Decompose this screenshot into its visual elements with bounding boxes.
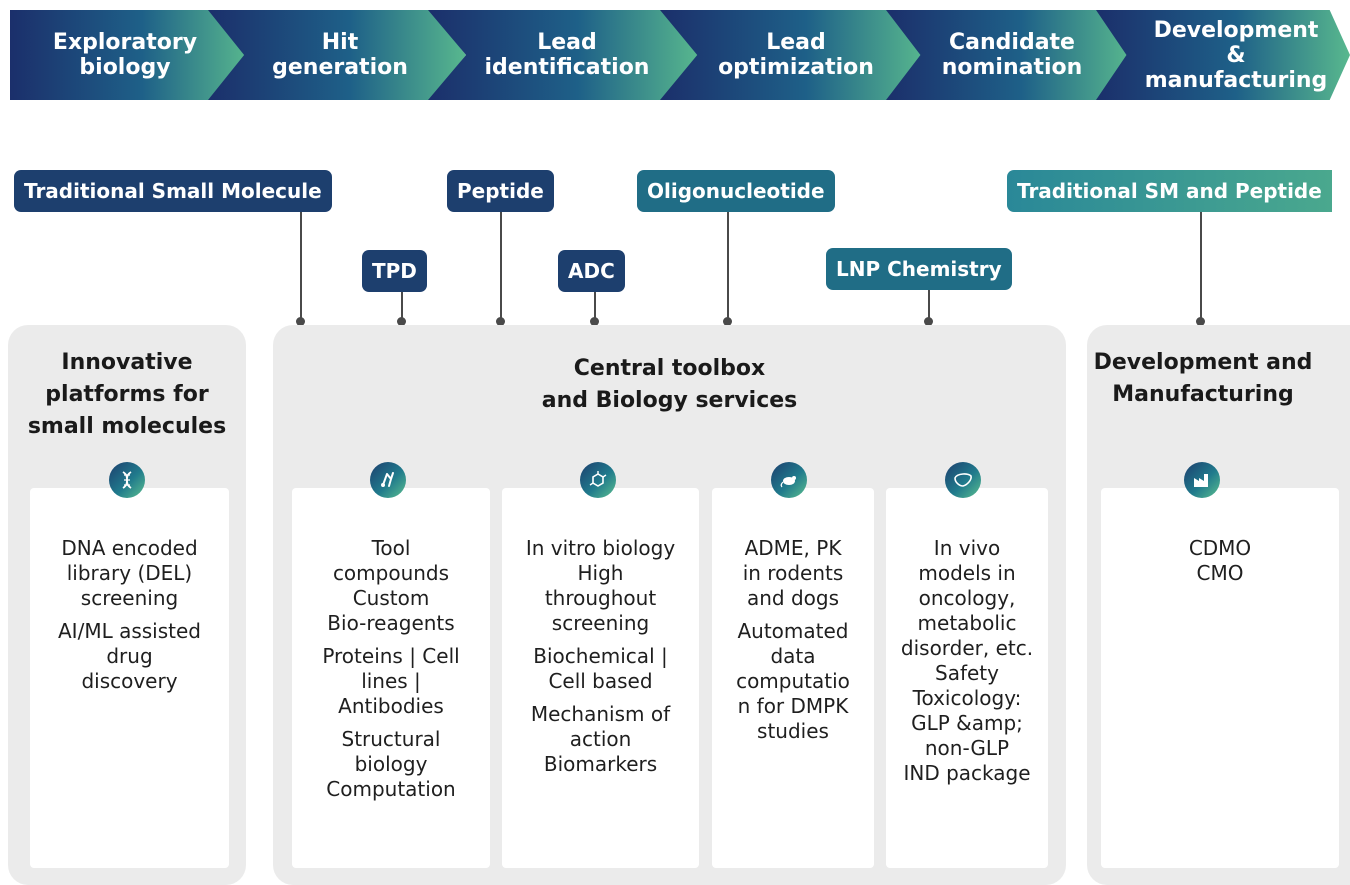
stage-label: Candidate nomination — [941, 30, 1083, 80]
connector-dot — [296, 317, 305, 326]
connector-dot — [590, 317, 599, 326]
panel-title: Central toolbox and Biology services — [541, 356, 798, 413]
tag-lnp-chemistry: LNP Chemistry — [826, 248, 1012, 290]
tag-peptide: Peptide — [447, 170, 554, 212]
card-adme-pk: ADME, PK in rodents and dogs Automated d… — [712, 488, 874, 868]
connector-line — [1200, 212, 1202, 322]
tag-adc: ADC — [558, 250, 625, 292]
connector-dot — [496, 317, 505, 326]
card-paragraph: Tool compounds Custom Bio-reagents — [327, 536, 455, 635]
card-text: Tool compounds Custom Bio-reagents Prote… — [298, 536, 484, 810]
card-paragraph: Structural biology Computation — [326, 727, 456, 801]
connector-line — [727, 212, 729, 322]
card-paragraph: AI/ML assisted drug discovery — [58, 619, 201, 693]
stage-development-manufacturing: Development & manufacturing — [1096, 10, 1350, 100]
connector-dot — [723, 317, 732, 326]
card-text: In vitro biology High throughout screeni… — [508, 536, 693, 785]
connector-dot — [924, 317, 933, 326]
rodent-icon — [771, 462, 807, 498]
connector-line — [928, 290, 930, 322]
tag-traditional-sm-and-peptide: Traditional SM and Peptide — [1007, 170, 1332, 212]
card-paragraph: ADME, PK in rodents and dogs — [742, 536, 844, 610]
molecule-tools-icon — [370, 462, 406, 498]
card-paragraph: Automated data computatio n for DMPK stu… — [736, 619, 850, 743]
stage-exploratory-biology: Exploratory biology — [10, 10, 250, 100]
card-paragraph: Mechanism of action Biomarkers — [530, 702, 671, 776]
card-text: In vivo models in oncology, metabolic di… — [892, 536, 1042, 794]
stage-label: Lead identification — [484, 30, 650, 80]
connector-dot — [397, 317, 406, 326]
connector-line — [401, 292, 403, 322]
stage-label: Development & manufacturing — [1144, 17, 1328, 93]
panel-title: Innovative platforms for small molecules — [27, 350, 227, 439]
tag-tpd: TPD — [362, 250, 427, 292]
card-text: DNA encoded library (DEL) screening AI/M… — [36, 536, 223, 702]
card-in-vivo-models: In vivo models in oncology, metabolic di… — [886, 488, 1048, 868]
connector-line — [300, 212, 302, 322]
hexagon-network-icon — [580, 462, 616, 498]
card-paragraph: DNA encoded library (DEL) screening — [61, 536, 198, 610]
card-paragraph: In vitro biology High throughout screeni… — [525, 536, 676, 635]
card-text: ADME, PK in rodents and dogs Automated d… — [718, 536, 868, 752]
connector-line — [594, 292, 596, 322]
stage-label: Exploratory biology — [52, 30, 198, 80]
dna-icon — [109, 462, 145, 498]
stage-label: Lead optimization — [718, 30, 874, 80]
connector-line — [500, 212, 502, 322]
liver-icon — [945, 462, 981, 498]
stage-lead-optimization: Lead optimization — [660, 10, 926, 100]
card-innovative-platforms: DNA encoded library (DEL) screening AI/M… — [30, 488, 229, 868]
panel-title: Development and Manufacturing — [1093, 350, 1313, 407]
stage-candidate-nomination: Candidate nomination — [886, 10, 1132, 100]
tag-oligonucleotide: Oligonucleotide — [637, 170, 835, 212]
tag-traditional-small-molecule: Traditional Small Molecule — [14, 170, 332, 212]
card-paragraph: CDMO CMO — [1188, 536, 1252, 585]
card-cdmo: CDMO CMO — [1101, 488, 1339, 868]
card-in-vitro-biology: In vitro biology High throughout screeni… — [502, 488, 699, 868]
connector-dot — [1196, 317, 1205, 326]
card-text: CDMO CMO — [1107, 536, 1333, 594]
stage-lead-identification: Lead identification — [428, 10, 700, 100]
card-paragraph: Proteins | Cell lines | Antibodies — [322, 644, 460, 718]
card-paragraph: In vivo models in oncology, metabolic di… — [900, 536, 1034, 785]
card-paragraph: Biochemical | Cell based — [533, 644, 668, 693]
stage-hit-generation: Hit generation — [208, 10, 466, 100]
factory-icon — [1184, 462, 1220, 498]
stage-label: Hit generation — [272, 30, 408, 80]
card-tool-compounds: Tool compounds Custom Bio-reagents Prote… — [292, 488, 490, 868]
